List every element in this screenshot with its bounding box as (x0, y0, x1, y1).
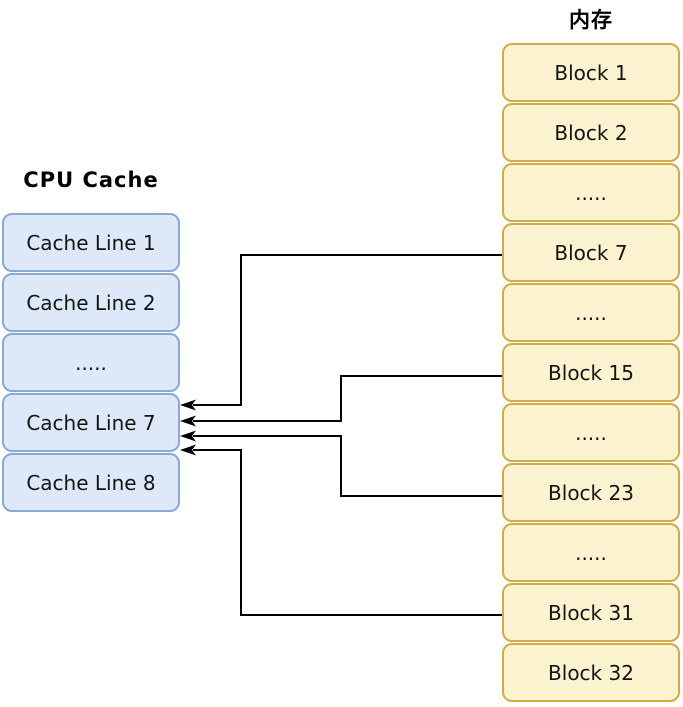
arrow-head (180, 444, 196, 456)
memory-block-box: ..... (502, 523, 680, 582)
cache-line-box: Cache Line 7 (2, 393, 180, 452)
memory-block-box: Block 1 (502, 43, 680, 102)
cache-line-box: Cache Line 2 (2, 273, 180, 332)
memory-block-box: Block 15 (502, 343, 680, 402)
memory-block-box: ..... (502, 403, 680, 462)
memory-block-box-label: Block 31 (548, 600, 634, 625)
cache-line-box: ..... (2, 333, 180, 392)
arrow-head (180, 399, 196, 411)
memory-block-box: Block 32 (502, 643, 680, 702)
memory-title: 内存 (569, 8, 613, 32)
arrow-head (180, 430, 196, 442)
cache-line-box-label: Cache Line 1 (26, 230, 156, 255)
memory-block-box-label: ..... (575, 540, 607, 565)
memory-block-box-label: Block 7 (554, 240, 628, 265)
memory-block-box-label: Block 2 (554, 120, 628, 145)
memory-block-box: ..... (502, 163, 680, 222)
memory-block-box: Block 23 (502, 463, 680, 522)
cache-line-box: Cache Line 8 (2, 453, 180, 512)
cache-line-box: Cache Line 1 (2, 213, 180, 272)
cache-line-box-label: Cache Line 2 (26, 290, 156, 315)
cpu-cache-title: CPU Cache (23, 168, 159, 192)
connector-line (193, 375, 502, 422)
memory-block-box-label: Block 15 (548, 360, 634, 385)
connector-line (193, 435, 502, 497)
memory-block-box-label: Block 23 (548, 480, 634, 505)
memory-block-box: Block 31 (502, 583, 680, 642)
memory-block-box-label: Block 32 (548, 660, 634, 685)
connector-line (193, 254, 502, 406)
memory-block-box-label: Block 1 (554, 60, 628, 85)
cache-line-box-label: Cache Line 7 (26, 410, 156, 435)
memory-block-box: ..... (502, 283, 680, 342)
cache-line-box-label: Cache Line 8 (26, 470, 156, 495)
memory-block-box-label: ..... (575, 420, 607, 445)
cache-line-box-label: ..... (75, 350, 107, 375)
memory-block-box-label: ..... (575, 180, 607, 205)
memory-block-box-label: ..... (575, 300, 607, 325)
connector-line (193, 449, 502, 616)
memory-block-box: Block 7 (502, 223, 680, 282)
memory-block-box: Block 2 (502, 103, 680, 162)
arrow-head (180, 415, 196, 427)
